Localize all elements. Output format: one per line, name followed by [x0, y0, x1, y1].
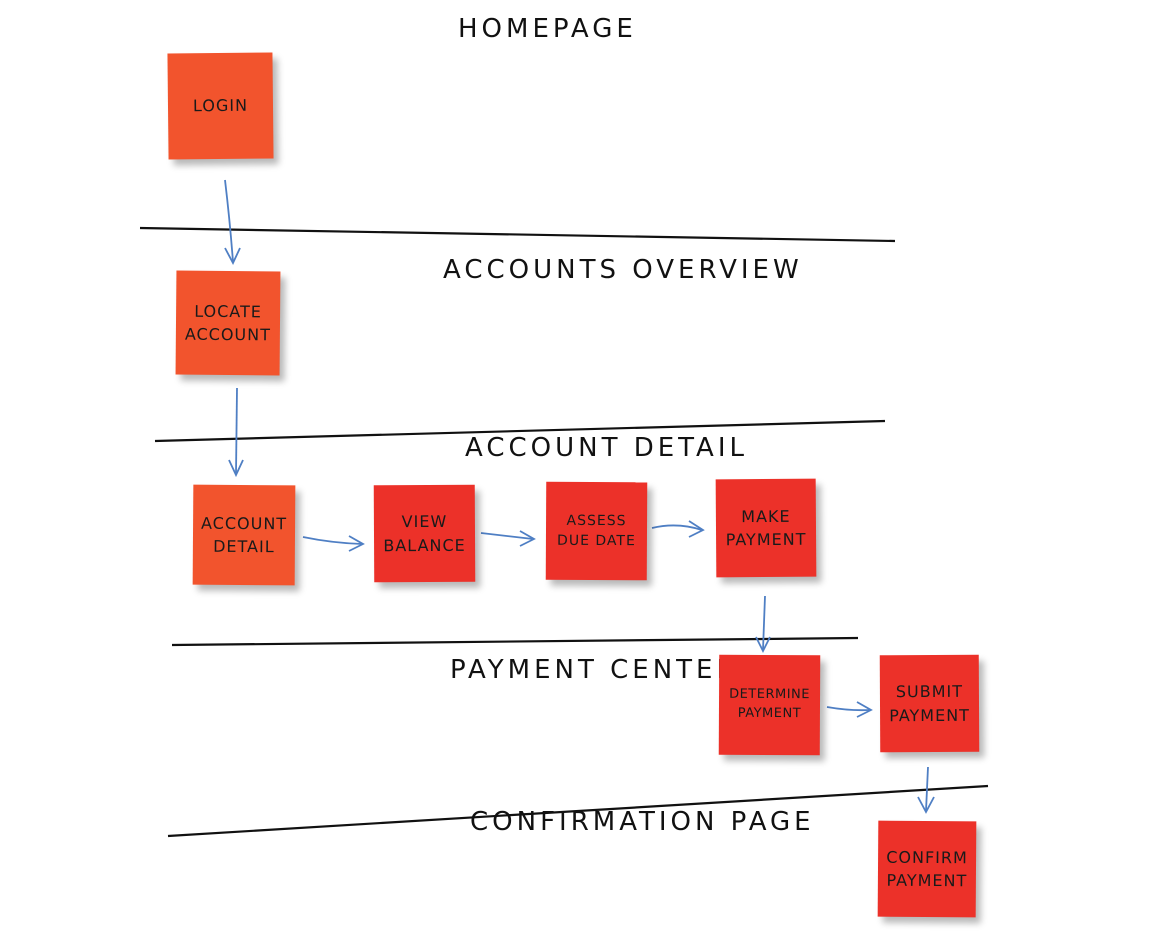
note-line: MAKE: [741, 506, 791, 526]
divider-payment-center: [167, 784, 989, 838]
note-line: PAYMENT: [737, 705, 802, 722]
arrowhead-detail-to-balance: [348, 535, 365, 552]
arrowhead-submit-to-confirm: [917, 796, 935, 814]
sticky-note-account-detail: ACCOUNT DETAIL: [192, 484, 296, 586]
sticky-note-determine-payment: DETERMINE PAYMENT: [718, 654, 821, 756]
note-line: ACCOUNT: [184, 324, 272, 345]
arrow-make-to-determine: [762, 595, 766, 651]
note-line: PAYMENT: [889, 705, 970, 725]
sticky-note-locate-account: LOCATE ACCOUNT: [175, 270, 281, 376]
arrowhead-make-to-determine: [755, 636, 771, 654]
note-line: LOCATE: [194, 301, 263, 322]
arrowhead-balance-to-duedate: [519, 530, 536, 547]
sticky-note-assess-due-date: ASSESS DUE DATE: [545, 481, 648, 581]
note-line: ACCOUNT: [200, 513, 288, 534]
section-title-homepage: HOMEPAGE: [458, 14, 637, 44]
arrow-determine-to-submit: [826, 706, 871, 712]
sticky-note-login: LOGIN: [167, 52, 274, 160]
arrow-login-to-locate: [224, 179, 234, 263]
arrowhead-duedate-to-make: [688, 520, 705, 538]
arrowhead-determine-to-submit: [856, 701, 873, 718]
section-title-confirmation-page: CONFIRMATION PAGE: [470, 807, 815, 837]
arrow-balance-to-duedate: [480, 532, 534, 540]
divider-account-detail: [171, 636, 859, 647]
note-line: PAYMENT: [886, 870, 968, 891]
arrow-submit-to-confirm: [925, 766, 929, 812]
note-line: SUBMIT: [895, 682, 964, 702]
divider-accounts-overview: [154, 419, 886, 443]
section-title-accounts-overview: ACCOUNTS OVERVIEW: [443, 255, 803, 285]
note-line: BALANCE: [383, 535, 466, 555]
sticky-note-view-balance: VIEW BALANCE: [373, 484, 476, 583]
sticky-note-confirm-payment: CONFIRM PAYMENT: [877, 820, 977, 918]
arrow-detail-to-balance: [302, 536, 363, 545]
note-line: PAYMENT: [725, 529, 807, 550]
section-title-account-detail: ACCOUNT DETAIL: [465, 433, 748, 463]
note-line: DETERMINE: [729, 686, 811, 703]
arrow-locate-to-account-detail: [235, 387, 238, 475]
arrow-duedate-to-make: [651, 524, 703, 531]
note-line: VIEW: [401, 512, 448, 532]
arrowhead-login-to-locate: [224, 247, 241, 266]
note-line: DUE DATE: [557, 532, 636, 550]
note-line: DETAIL: [213, 536, 275, 557]
section-title-payment-center: PAYMENT CENTER: [450, 655, 739, 685]
note-line: ASSESS: [566, 512, 627, 529]
note-line: LOGIN: [192, 96, 249, 116]
note-line: CONFIRM: [886, 847, 968, 868]
divider-homepage: [139, 226, 896, 243]
arrowhead-locate-to-account-detail: [228, 459, 244, 478]
sticky-note-make-payment: MAKE PAYMENT: [715, 478, 817, 578]
sticky-note-submit-payment: SUBMIT PAYMENT: [879, 654, 980, 753]
